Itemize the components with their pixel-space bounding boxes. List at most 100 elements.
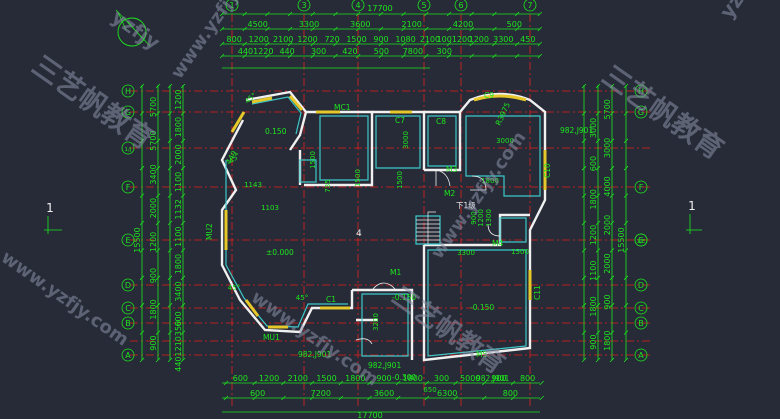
dim-top-detail: 2100 bbox=[273, 35, 293, 44]
dim-top-detail: 720 bbox=[324, 35, 339, 44]
tick bbox=[155, 357, 161, 363]
tick bbox=[155, 83, 161, 89]
tick bbox=[581, 248, 587, 253]
tick bbox=[623, 83, 629, 89]
tick bbox=[424, 395, 430, 401]
tick bbox=[167, 302, 173, 308]
row-label: D bbox=[125, 281, 131, 290]
tick bbox=[595, 357, 601, 363]
column-label: 3 bbox=[301, 1, 306, 10]
dim-bottom-detail: 800 bbox=[520, 374, 535, 383]
row-label: H bbox=[638, 87, 644, 96]
tick bbox=[581, 111, 587, 116]
inner-dim-1500d: 1500 bbox=[511, 248, 529, 256]
dim-top-inner: 300 bbox=[437, 47, 452, 56]
dim-right-detail: 1100 bbox=[589, 261, 598, 281]
tick bbox=[219, 26, 225, 32]
row-bubble bbox=[634, 316, 648, 330]
row-label: D bbox=[638, 281, 644, 290]
dim-top-inner: 7800 bbox=[403, 47, 423, 56]
windows bbox=[224, 94, 547, 329]
inner-dim-1300: 1300 bbox=[485, 209, 493, 227]
tick bbox=[338, 380, 344, 386]
tick bbox=[424, 380, 430, 386]
row-label: F bbox=[126, 183, 131, 192]
tick bbox=[424, 11, 429, 17]
row-label: F bbox=[639, 183, 644, 192]
tick bbox=[595, 83, 601, 89]
tick bbox=[514, 53, 520, 59]
tick bbox=[623, 302, 629, 308]
label-m2: M2 bbox=[444, 189, 455, 198]
tick bbox=[609, 330, 615, 335]
tick bbox=[180, 302, 186, 308]
dim-left-detail: 2000 bbox=[174, 144, 183, 164]
row-label-aux: 1/E bbox=[637, 239, 646, 245]
tick bbox=[167, 220, 173, 226]
tick bbox=[310, 11, 316, 17]
tick bbox=[219, 53, 225, 59]
dim-top-detail: 450 bbox=[520, 35, 535, 44]
tick bbox=[355, 11, 361, 17]
dim-bottom-total: 17700 bbox=[357, 411, 382, 419]
dim-top-mid: 3300 bbox=[299, 20, 319, 29]
tick bbox=[609, 193, 615, 198]
tick bbox=[155, 111, 161, 116]
tick bbox=[167, 138, 173, 144]
tick bbox=[581, 138, 587, 144]
elev-right: 982,J901 bbox=[560, 126, 593, 135]
tick bbox=[401, 26, 406, 32]
column-label: 7 bbox=[527, 1, 532, 10]
dim-bottom-detail: 900 bbox=[376, 374, 391, 383]
row-bubble bbox=[634, 278, 648, 292]
tick bbox=[378, 53, 384, 59]
tick bbox=[167, 83, 173, 89]
tick bbox=[139, 248, 145, 253]
column-label: 5 bbox=[421, 1, 426, 10]
dim-left-detail: 4401210350 bbox=[174, 321, 183, 372]
room-outlines bbox=[225, 96, 541, 357]
tick bbox=[623, 248, 629, 253]
tick bbox=[139, 302, 145, 308]
tick bbox=[378, 41, 384, 47]
dim-left-detail: 1100 bbox=[174, 172, 183, 192]
row-label: C bbox=[125, 304, 131, 313]
tick bbox=[180, 330, 186, 335]
dim-bottom-detail: 1200 bbox=[259, 374, 279, 383]
tick bbox=[139, 138, 145, 144]
tick bbox=[139, 165, 145, 171]
section-mark-right: 1 bbox=[688, 199, 696, 213]
tick bbox=[581, 330, 587, 335]
tick bbox=[180, 220, 186, 226]
axis-ref-4: 4 bbox=[356, 229, 362, 239]
column-bubble bbox=[297, 0, 311, 12]
dim-right-mid: 900 bbox=[603, 294, 612, 309]
dim-right-detail: 900 bbox=[589, 334, 598, 349]
row-bubble bbox=[121, 105, 135, 119]
tick bbox=[252, 395, 257, 401]
dim-left-mid: 3400 bbox=[149, 164, 158, 184]
row-bubble bbox=[634, 348, 648, 362]
label-m1: M1 bbox=[390, 268, 401, 277]
tick bbox=[609, 138, 615, 144]
tick bbox=[595, 220, 601, 226]
dim-right-detail: 1800 bbox=[589, 296, 598, 316]
column-label: 6 bbox=[458, 1, 463, 10]
tick bbox=[310, 41, 316, 47]
axis-lines bbox=[130, 14, 650, 406]
row-bubble bbox=[121, 301, 135, 315]
dim-left-total: 15500 bbox=[133, 227, 142, 252]
tick bbox=[139, 83, 145, 89]
row-bubble bbox=[121, 348, 135, 362]
dim-top-total: 17700 bbox=[367, 4, 392, 13]
tick bbox=[287, 41, 293, 47]
inner-dim-735: 735 bbox=[324, 179, 332, 192]
tick bbox=[139, 220, 145, 226]
tick bbox=[395, 380, 401, 386]
dim-bottom-detail: 1800 bbox=[345, 374, 365, 383]
dim-top-mid: 500 bbox=[507, 20, 522, 29]
tick bbox=[492, 11, 497, 17]
column-label: 1 bbox=[229, 1, 234, 10]
inner-dim-1800: 1800 bbox=[481, 177, 499, 185]
tick bbox=[180, 248, 186, 253]
